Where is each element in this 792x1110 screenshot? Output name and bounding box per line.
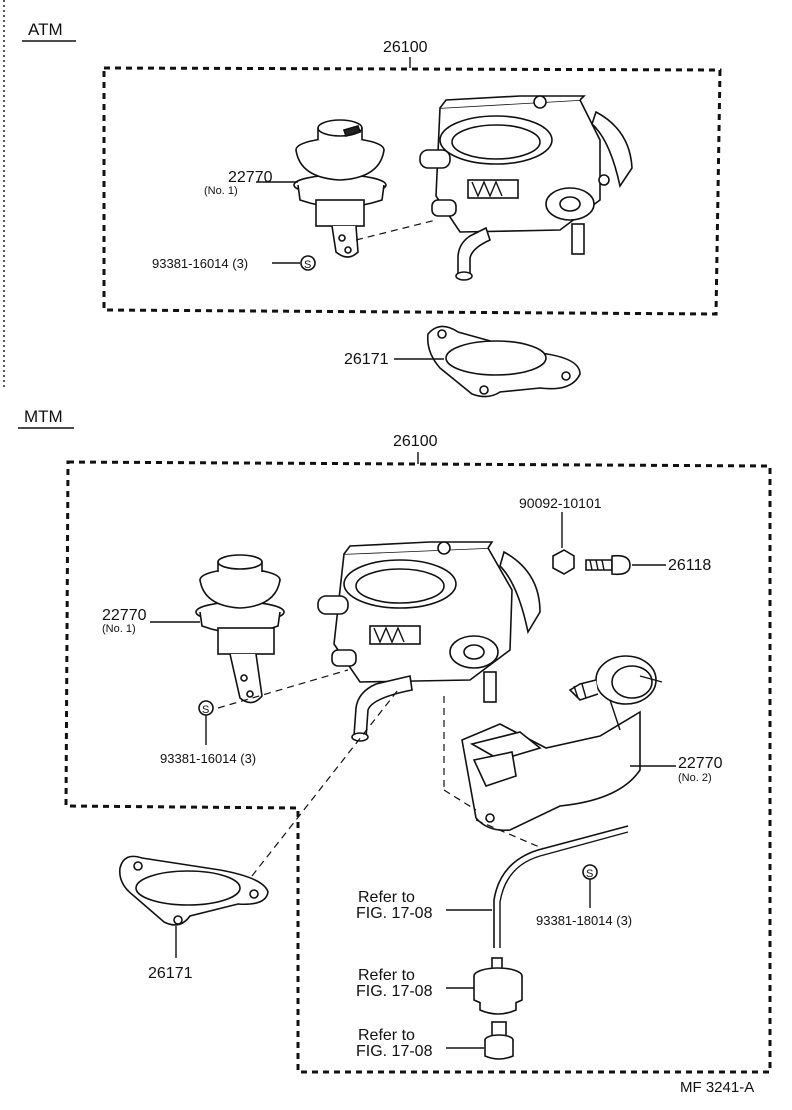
mtm-refer2-line2: FIG. 17-08 (356, 983, 433, 1000)
mtm-filter-drawing (473, 957, 523, 1015)
mtm-gasket-label: 26171 (148, 965, 193, 982)
atm-throttle-body-drawing (419, 95, 633, 281)
mtm-nut-drawing (552, 549, 575, 575)
mtm-heading: MTM (24, 407, 63, 426)
mtm-assembly-label: 26100 (393, 433, 438, 450)
mtm-diaphragm-no2-drawing (461, 655, 663, 832)
mtm-diaphragm2-label: 22770 (678, 755, 723, 772)
mtm-refer3-line2: FIG. 17-08 (356, 1043, 433, 1060)
mtm-clip2-label: 93381-18014 (3) (536, 913, 632, 928)
atm-gasket-label: 26171 (344, 351, 389, 368)
mtm-bracket-dashed-link-2 (443, 789, 477, 811)
mtm-refer1-line1: Refer to (358, 889, 415, 906)
mtm-nut-label: 90092-10101 (519, 495, 602, 511)
mtm-vacuum-hose-inner (499, 831, 629, 948)
mtm-refer1-line2: FIG. 17-08 (356, 905, 433, 922)
atm-hose-dashed-link (355, 219, 437, 241)
mtm-diaphragm1-label: 22770 (102, 607, 147, 624)
mtm-section: MTM 26100 90092-10101 26118 2 (18, 407, 772, 1074)
mtm-throttle-body-drawing (317, 541, 541, 742)
figure-code: MF 3241-A (680, 1079, 754, 1096)
atm-diaphragm-label: 22770 (228, 169, 273, 186)
mtm-hose-dashed-link-1 (217, 669, 349, 709)
mtm-diaphragm-no1-drawing (195, 554, 285, 704)
mtm-clip1-label: 93381-16014 (3) (160, 751, 256, 766)
atm-heading: ATM (28, 20, 63, 39)
mtm-fitting-drawing (484, 1021, 514, 1060)
atm-assembly-box (102, 66, 722, 316)
mtm-gasket-dashed-link (251, 689, 399, 877)
atm-assembly-label: 26100 (383, 39, 428, 56)
atm-section: ATM 26100 22770 (No. 1) 93381-16014 (3) … (22, 20, 722, 398)
mtm-diaphragm2-sublabel: (No. 2) (678, 772, 712, 784)
mtm-clip1-symbol: S (202, 704, 209, 716)
atm-diaphragm-no1-drawing (293, 119, 387, 258)
mtm-screw-label: 26118 (668, 557, 711, 574)
mtm-refer2-line1: Refer to (358, 967, 415, 984)
mtm-gasket-drawing (118, 855, 269, 926)
mtm-clip2-symbol: S (586, 868, 593, 880)
atm-gasket-drawing (426, 325, 581, 398)
atm-clip-label: 93381-16014 (3) (152, 256, 248, 271)
mtm-refer3-line1: Refer to (358, 1027, 415, 1044)
mtm-vacuum-hose (493, 825, 629, 948)
atm-diaphragm-sublabel: (No. 1) (204, 185, 238, 197)
mtm-screw-drawing (585, 554, 631, 576)
atm-clip-symbol: S (304, 259, 311, 271)
atm-clip-symbol-circle (300, 255, 316, 271)
mtm-diaphragm1-sublabel: (No. 1) (102, 623, 136, 635)
